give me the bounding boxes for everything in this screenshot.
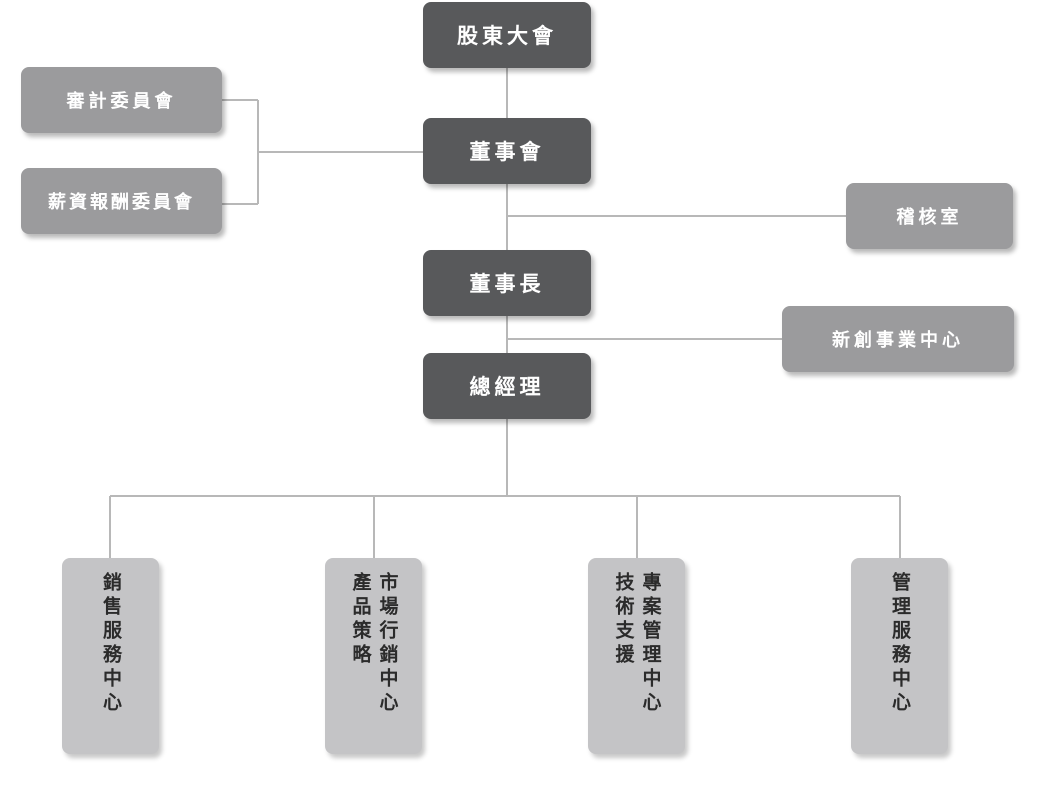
board-box: 董事會 <box>423 118 591 184</box>
dept-marketing-box: 市場行銷中心 產品策略 <box>325 558 422 754</box>
general-manager-box: 總經理 <box>423 353 591 419</box>
dept-project-management-label: 專案管理中心 <box>639 572 662 716</box>
shareholders-label: 股東大會 <box>457 24 557 48</box>
dept-marketing-label: 市場行銷中心 <box>376 572 399 716</box>
dept-technical-support-label: 技術支援 <box>612 572 635 668</box>
audit-committee-label: 審計委員會 <box>66 91 177 112</box>
dept-management-service-box: 管理服務中心 <box>851 558 948 754</box>
innovation-center-box: 新創事業中心 <box>782 306 1014 372</box>
dept-sales-service-label: 銷售服務中心 <box>100 572 122 716</box>
compensation-committee-box: 薪資報酬委員會 <box>21 168 222 234</box>
innovation-center-label: 新創事業中心 <box>832 330 964 351</box>
audit-committee-box: 審計委員會 <box>21 67 222 133</box>
general-manager-label: 總經理 <box>469 375 545 399</box>
audit-office-label: 稽核室 <box>896 207 963 228</box>
dept-project-management-box: 專案管理中心 技術支援 <box>588 558 685 754</box>
dept-sales-service-box: 銷售服務中心 <box>62 558 159 754</box>
board-label: 董事會 <box>469 140 545 164</box>
dept-product-strategy-label: 產品策略 <box>349 572 372 668</box>
compensation-committee-label: 薪資報酬委員會 <box>48 192 195 213</box>
chairman-box: 董事長 <box>423 250 591 316</box>
audit-office-box: 稽核室 <box>846 183 1013 249</box>
chairman-label: 董事長 <box>469 272 545 296</box>
dept-management-service-label: 管理服務中心 <box>889 572 911 716</box>
shareholders-box: 股東大會 <box>423 2 591 68</box>
